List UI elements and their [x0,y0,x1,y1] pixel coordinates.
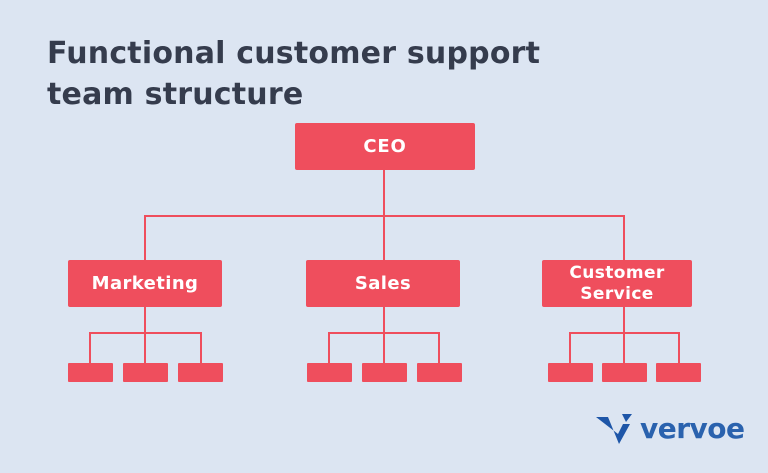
connector-line [569,332,680,334]
connector-line [383,215,385,260]
org-node-ceo: CEO [295,123,475,170]
page-title: Functional customer support team structu… [47,33,540,115]
connector-line [623,215,625,260]
report-box [68,363,113,382]
connector-line [200,332,202,363]
report-box [307,363,352,382]
report-box [123,363,168,382]
connector-line [383,170,385,216]
vervoe-logo-text: vervoe [640,412,745,445]
connector-line [144,215,146,260]
connector-line [89,332,202,334]
org-node-marketing: Marketing [68,260,222,307]
connector-line [383,307,385,363]
org-node-label: Customer Service [569,262,665,304]
vervoe-v-icon [596,414,632,444]
connector-line [328,332,440,334]
report-box [178,363,223,382]
org-node-label: CEO [363,136,407,157]
report-box [548,363,593,382]
org-node-label: Marketing [91,273,199,294]
report-box [362,363,407,382]
connector-line [89,332,91,363]
connector-line [438,332,440,363]
report-box [417,363,462,382]
connector-line [569,332,571,363]
report-box [656,363,701,382]
report-box [602,363,647,382]
connector-line [328,332,330,363]
page-title-line1: Functional customer support [47,36,541,71]
connector-line [144,307,146,363]
org-node-customer-service: Customer Service [542,260,692,307]
connector-line [623,307,625,363]
vervoe-logo: vervoe [596,412,745,446]
page-title-line2: team structure [47,77,304,112]
org-node-sales: Sales [306,260,460,307]
org-node-label: Sales [354,273,412,294]
connector-line [678,332,680,363]
